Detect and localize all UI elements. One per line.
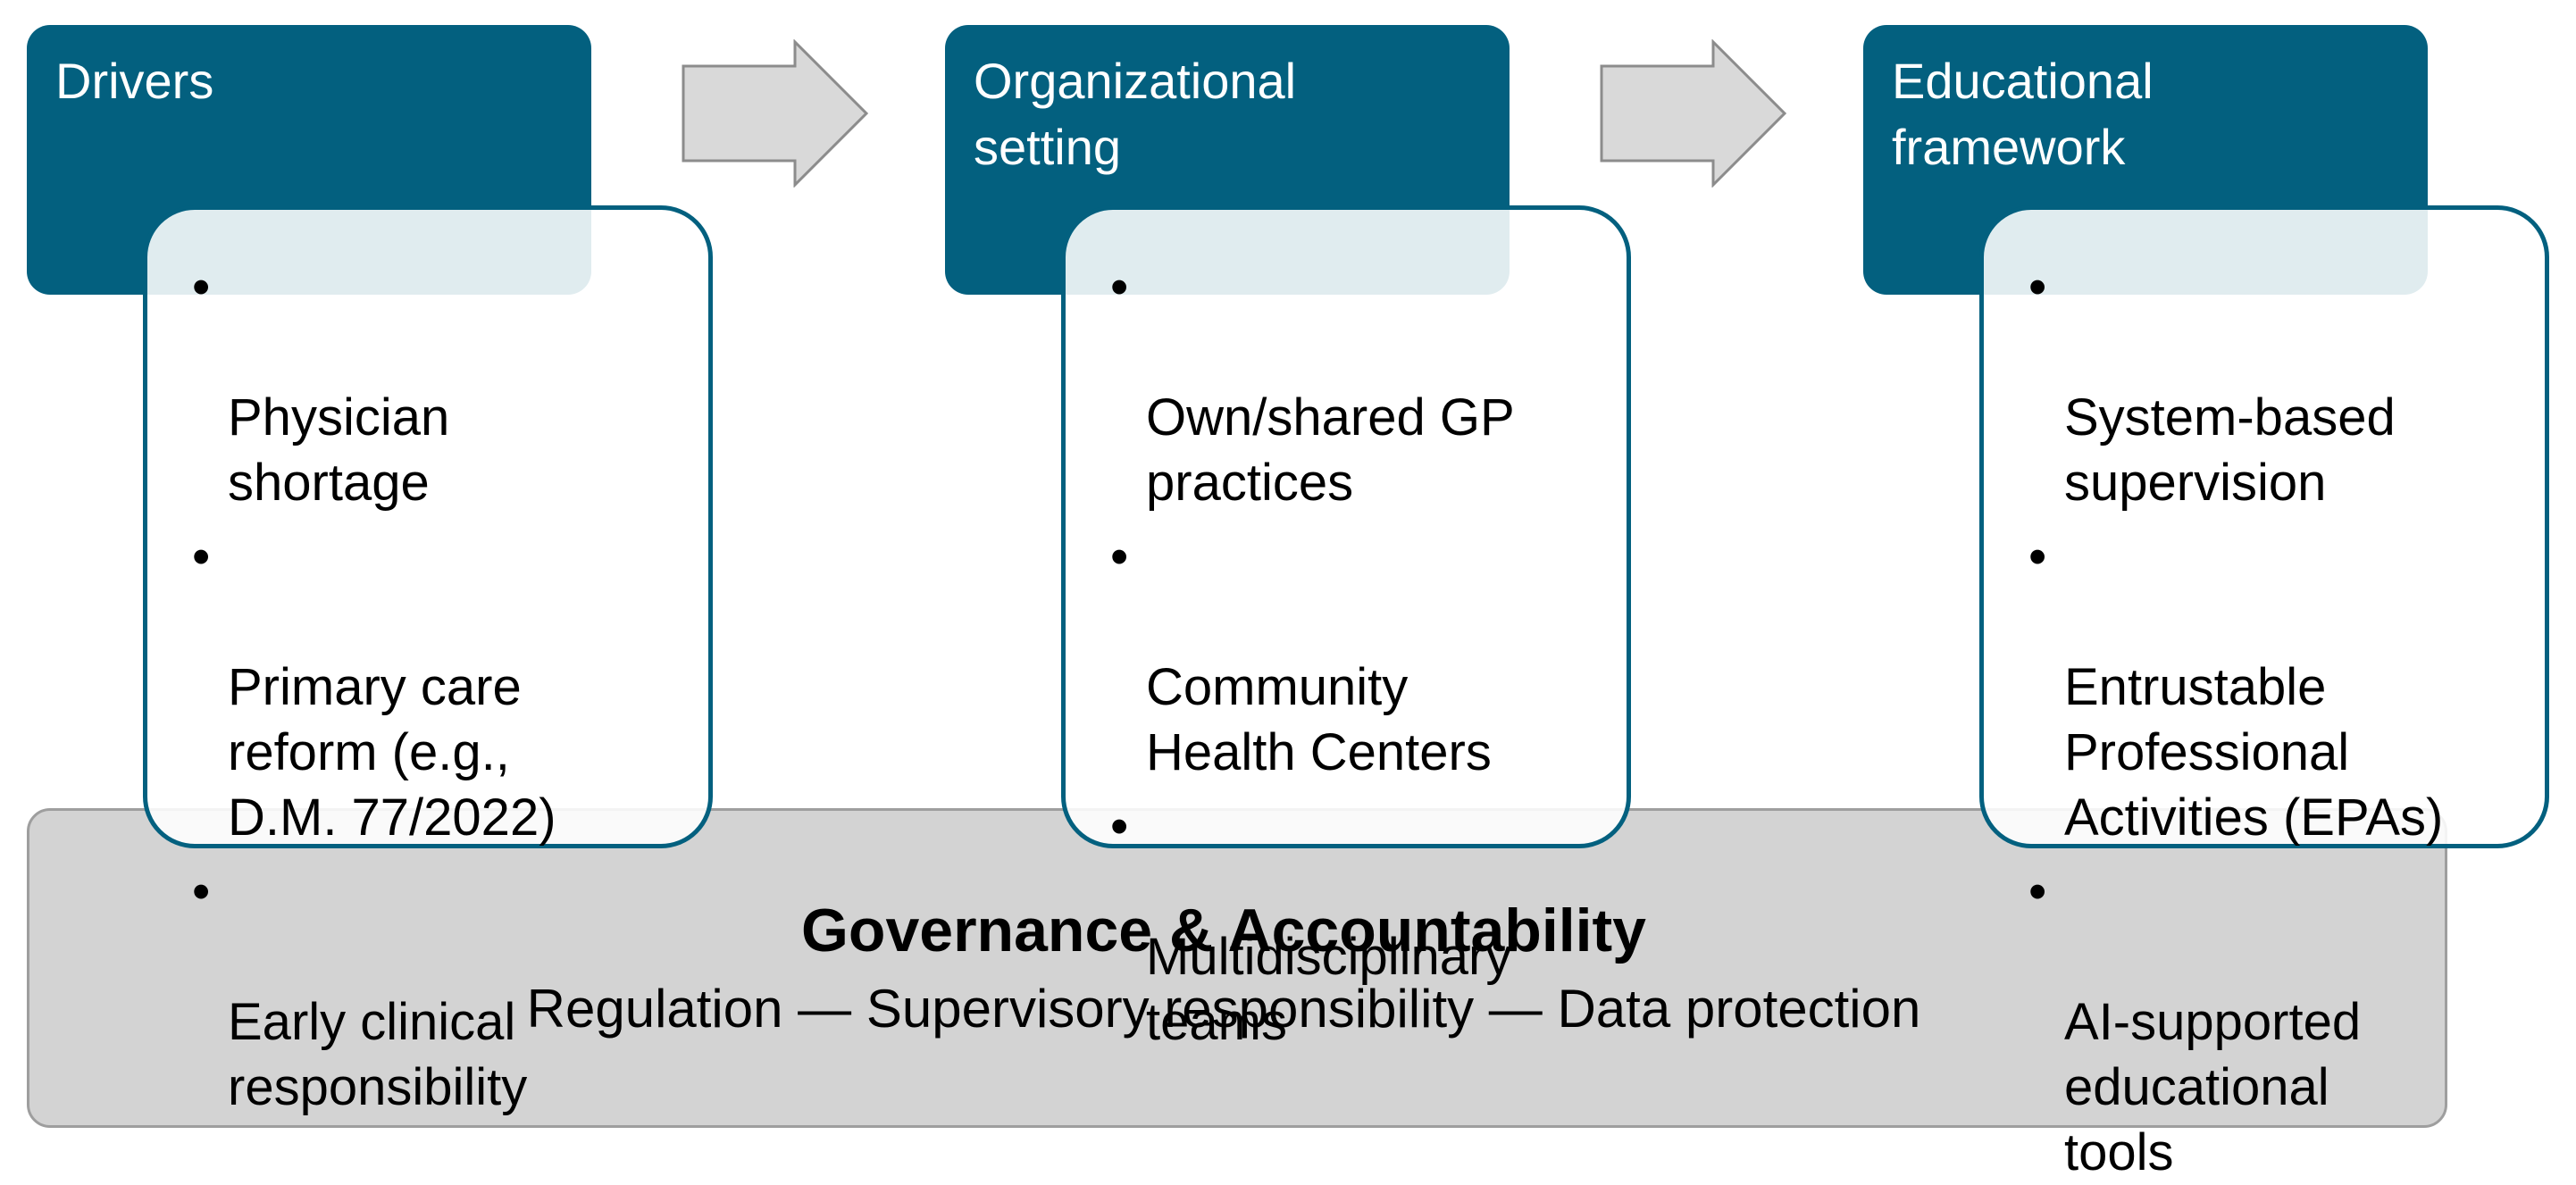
list-item: • Entrustable Professional Activities (E… [2028,524,2527,850]
list-item-text: AI-supported educational tools [2064,993,2362,1181]
list-item: • Multidisciplinary teams [1110,794,1609,1055]
list-item-text: Early clinical responsibility [228,993,528,1116]
list-item: • System-based supervision [2028,255,2527,515]
list-item-text: Entrustable Professional Activities (EPA… [2064,658,2444,847]
bullet-icon: • [192,863,211,921]
educational-framework-card: • System-based supervision • Entrustable… [1979,205,2549,1181]
drivers-list: • Physician shortage • Primary care refo… [192,255,690,1120]
governance-title: Governance & Accountability [801,897,1646,964]
bullet-icon: • [2028,528,2047,586]
bullet-icon: • [1110,258,1129,316]
list-item: • Primary care reform (e.g., D.M. 77/202… [192,524,690,850]
bullet-icon: • [2028,863,2047,921]
list-item: • Early clinical responsibility [192,859,690,1120]
flow-arrow-icon [1600,39,1787,188]
bullet-icon: • [192,528,211,586]
list-item: • Own/shared GP practices [1110,255,1609,515]
list-item-text: Primary care reform (e.g., D.M. 77/2022) [228,658,556,847]
bullet-icon: • [192,258,211,316]
list-item: • Physician shortage [192,255,690,515]
educational-framework-list: • System-based supervision • Entrustable… [2028,255,2527,1185]
organizational-setting-card: • Own/shared GP practices • Community He… [1061,205,1631,1051]
bullet-icon: • [1110,797,1129,855]
organizational-setting-list: • Own/shared GP practices • Community He… [1110,255,1609,1055]
bullet-icon: • [2028,258,2047,316]
list-item: • Community Health Centers [1110,524,1609,785]
flow-arrow-icon [682,39,869,188]
governance-band [27,808,2447,1128]
list-item: • AI-supported educational tools [2028,859,2527,1185]
governance-subtitle: Regulation — Supervisory responsibility … [526,979,1921,1039]
drivers-card: • Physician shortage • Primary care refo… [143,205,713,1116]
list-item-text: Multidisciplinary teams [1146,928,1512,1051]
list-item-text: Own/shared GP practices [1146,388,1515,512]
organizational-setting-title: Organizational setting [974,53,1297,175]
list-item-text: Physician shortage [228,388,450,512]
bullet-icon: • [1110,528,1129,586]
drivers-title: Drivers [55,53,214,109]
list-item-text: Community Health Centers [1146,658,1492,781]
educational-framework-title: Educational framework [1892,53,2154,175]
list-item-text: System-based supervision [2064,388,2396,512]
